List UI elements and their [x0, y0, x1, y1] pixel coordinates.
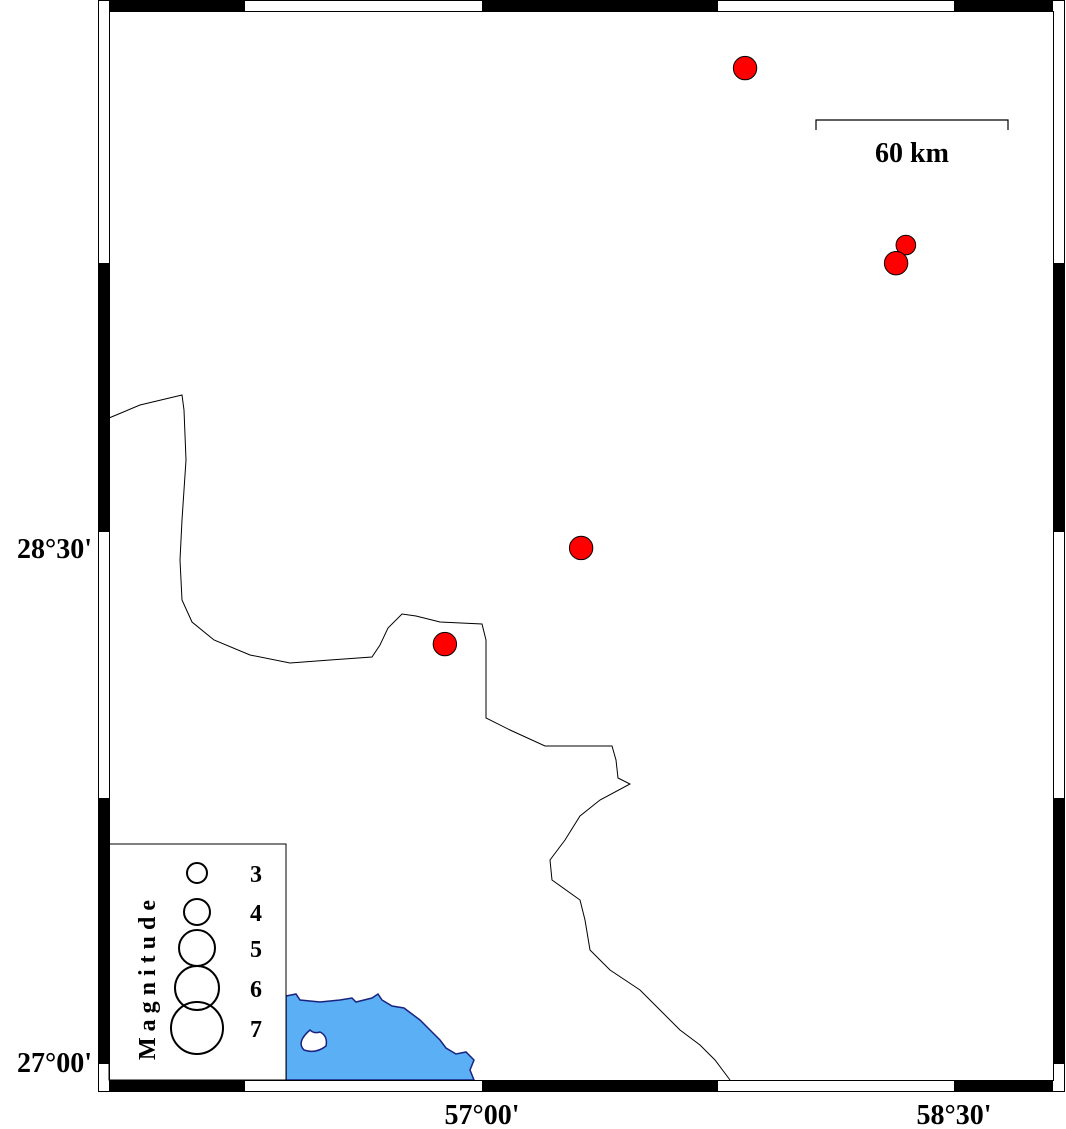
y-tick-label: 27°00' — [17, 1048, 92, 1079]
x-tick-label: 57°00' — [445, 1100, 520, 1129]
border-line — [108, 394, 731, 1081]
frame-segment — [482, 1, 718, 11]
legend-title: Magnitude — [135, 894, 161, 1060]
frame-segment — [954, 1, 1053, 11]
legend-circle — [170, 1001, 224, 1055]
sea-area — [285, 992, 476, 1081]
legend-label: 3 — [250, 862, 262, 888]
y-tick-label: 28°30' — [17, 534, 92, 565]
frame-segment — [109, 1, 245, 11]
frame-segment — [482, 1081, 718, 1091]
legend-label: 7 — [250, 1017, 262, 1043]
frame-segment — [1054, 798, 1064, 1064]
legend-circle — [174, 965, 220, 1011]
event-layer — [432, 55, 917, 657]
earthquake-marker[interactable] — [432, 631, 458, 657]
frame-segment — [99, 798, 109, 1064]
earthquake-marker[interactable] — [895, 234, 917, 256]
scale-bar: 60 km — [815, 119, 1009, 169]
legend-label: 5 — [250, 937, 262, 963]
map-frame — [98, 0, 1065, 1092]
legend: Magnitude 3 4 5 6 7 — [108, 843, 287, 1081]
island — [300, 1028, 328, 1053]
frame-segment — [954, 1081, 1053, 1091]
earthquake-marker[interactable] — [732, 55, 758, 81]
earthquake-marker[interactable] — [568, 535, 594, 561]
legend-label: 4 — [250, 901, 262, 927]
frame-segment — [1054, 263, 1064, 532]
scale-bar-label: 60 km — [875, 138, 949, 169]
legend-circle — [183, 898, 211, 926]
frame-segment — [99, 263, 109, 532]
frame-segment — [109, 1081, 245, 1091]
legend-circle — [186, 862, 208, 884]
x-tick-label: 58°30' — [917, 1100, 992, 1129]
legend-label: 6 — [250, 977, 262, 1003]
earthquake-marker[interactable] — [883, 250, 909, 276]
